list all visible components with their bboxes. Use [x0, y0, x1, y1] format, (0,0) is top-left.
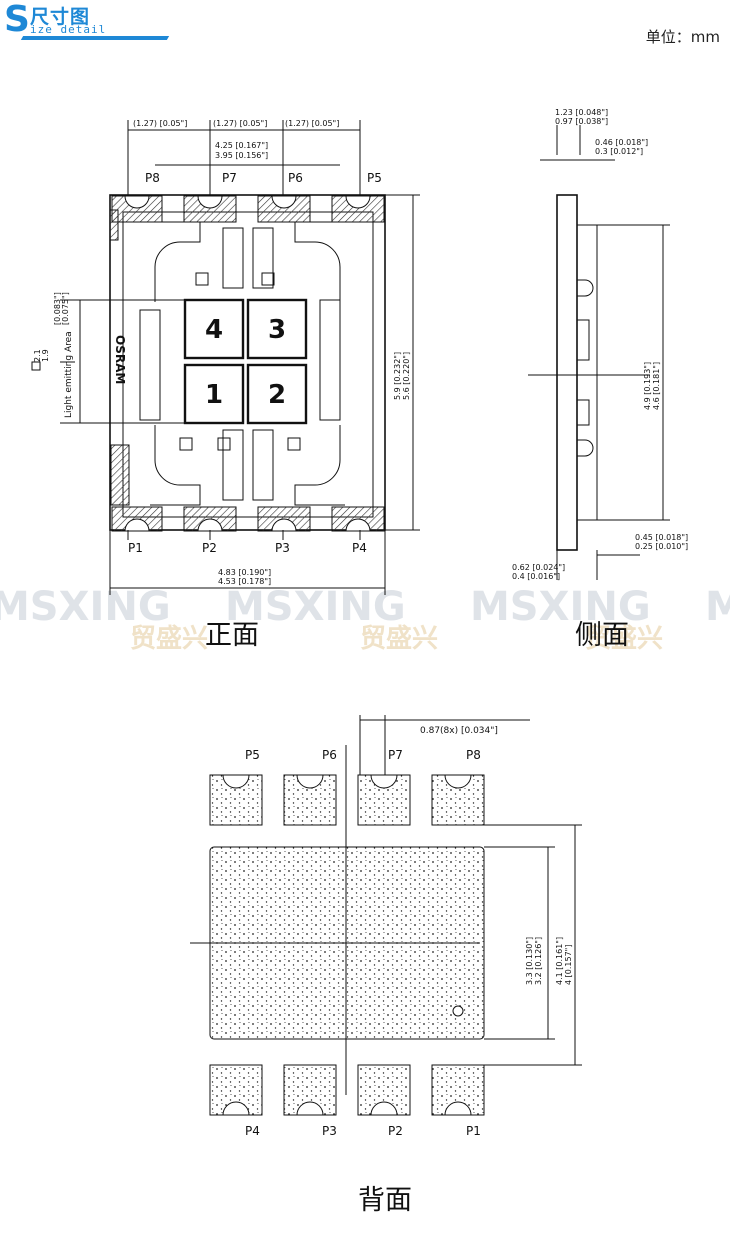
back-pin-bottom-label: P2 — [388, 1124, 403, 1138]
watermark-cn: 贸盛兴 — [360, 623, 438, 654]
dim-width: 4.53 [0.178"] — [218, 577, 271, 586]
dim-pitch: (1.27) [0.05"] — [133, 119, 187, 128]
watermark-brand: MSXING — [0, 584, 171, 630]
dim-width: 4.83 [0.190"] — [218, 568, 271, 577]
chip-label: 3 — [268, 315, 286, 345]
chip-label: 1 — [205, 380, 223, 410]
back-pin-bottom-label: P1 — [466, 1124, 481, 1138]
dim-center: 3.95 [0.156"] — [215, 151, 268, 160]
side-dim-height: 4.9 [0.193"] — [643, 362, 652, 410]
light-area-label: Light emitting Area — [64, 331, 74, 418]
side-dim-bottom: 0.45 [0.018"] — [635, 533, 688, 542]
back-view-drawing: P5 P6 P7 P8 P4 P3 P2 P1 0.87(8x) [0.034"… — [190, 715, 582, 1138]
badge-title-cn: 尺寸图 — [30, 6, 91, 28]
back-pin-top-label: P5 — [245, 748, 260, 762]
watermark-cn: 贸盛兴 — [130, 623, 208, 654]
back-pin-top-label: P6 — [322, 748, 337, 762]
front-pin-bottom-label: P3 — [275, 541, 290, 555]
watermark-brand: MSXING — [705, 584, 730, 630]
front-pin-top-label: P6 — [288, 171, 303, 185]
dim-pitch: (1.27) [0.05"] — [213, 119, 267, 128]
front-view-drawing: 4 3 1 2 OSRAM P8 P7 P6 P5 P1 P2 P3 P4 (1… — [31, 119, 420, 595]
size-detail-badge: S 尺寸图 ize detail — [0, 0, 180, 46]
side-dim-base: 0.4 [0.016"] — [512, 572, 560, 581]
watermark-brand: MSXING — [225, 584, 406, 630]
side-dim-bottom: 0.25 [0.010"] — [635, 542, 688, 551]
back-view-caption: 背面 — [358, 1185, 412, 1216]
front-pin-top-label: P7 — [222, 171, 237, 185]
osram-logo: OSRAM — [113, 335, 127, 384]
front-pin-top-label: P5 — [367, 171, 382, 185]
back-pin-top-label: P7 — [388, 748, 403, 762]
chip-label: 2 — [268, 380, 286, 410]
side-dim-height: 4.6 [0.181"] — [652, 362, 661, 410]
led-dim: 1.9 — [41, 349, 50, 362]
side-view-caption: 侧面 — [575, 620, 629, 651]
dim-center: 4.25 [0.167"] — [215, 141, 268, 150]
back-dim-outer: 4.1 [0.161"] — [555, 937, 564, 985]
watermark-band: MSXING MSXING MSXING MSXING 贸盛兴 贸盛兴 贸盛兴 — [0, 584, 730, 654]
back-dim-inner: 3.2 [0.126"] — [534, 937, 543, 985]
unit-label: 单位：mm — [645, 28, 720, 46]
dim-height: 5.6 [0.220"] — [402, 352, 411, 400]
chip-label: 4 — [205, 315, 223, 345]
dim-pitch: (1.27) [0.05"] — [285, 119, 339, 128]
badge-title-en: ize detail — [30, 23, 107, 36]
back-dim-pad: 0.87(8x) [0.034"] — [420, 726, 498, 736]
side-dim-thick: 0.3 [0.012"] — [595, 147, 643, 156]
light-area-dim: [0.075"] — [61, 292, 70, 325]
led-dim: 2.1 — [33, 349, 42, 362]
led-size-icon — [31, 361, 41, 371]
side-dim-top: 0.97 [0.038"] — [555, 117, 608, 126]
back-pin-bottom-label: P3 — [322, 1124, 337, 1138]
watermark-cn: 贸盛兴 — [585, 623, 663, 654]
front-view-caption: 正面 — [205, 620, 259, 651]
side-dim-thick: 0.46 [0.018"] — [595, 138, 648, 147]
light-area-dim: [0.083"] — [53, 292, 62, 325]
dim-height: 5.9 [0.232"] — [393, 352, 402, 400]
back-dim-inner: 3.3 [0.130"] — [525, 937, 534, 985]
back-dim-outer: 4 [0.157"] — [564, 945, 573, 985]
front-pin-bottom-label: P1 — [128, 541, 143, 555]
front-pin-bottom-label: P4 — [352, 541, 367, 555]
side-dim-base: 0.62 [0.024"] — [512, 563, 565, 572]
back-pin-bottom-label: P4 — [245, 1124, 260, 1138]
badge-underline — [20, 36, 170, 40]
badge-letter: S — [4, 0, 30, 40]
back-pin-top-label: P8 — [466, 748, 481, 762]
side-view-drawing: 1.23 [0.048"] 0.97 [0.038"] 0.46 [0.018"… — [512, 108, 688, 581]
watermark-brand: MSXING — [470, 584, 651, 630]
front-pin-top-label: P8 — [145, 171, 160, 185]
side-dim-top: 1.23 [0.048"] — [555, 108, 608, 117]
front-pin-bottom-label: P2 — [202, 541, 217, 555]
